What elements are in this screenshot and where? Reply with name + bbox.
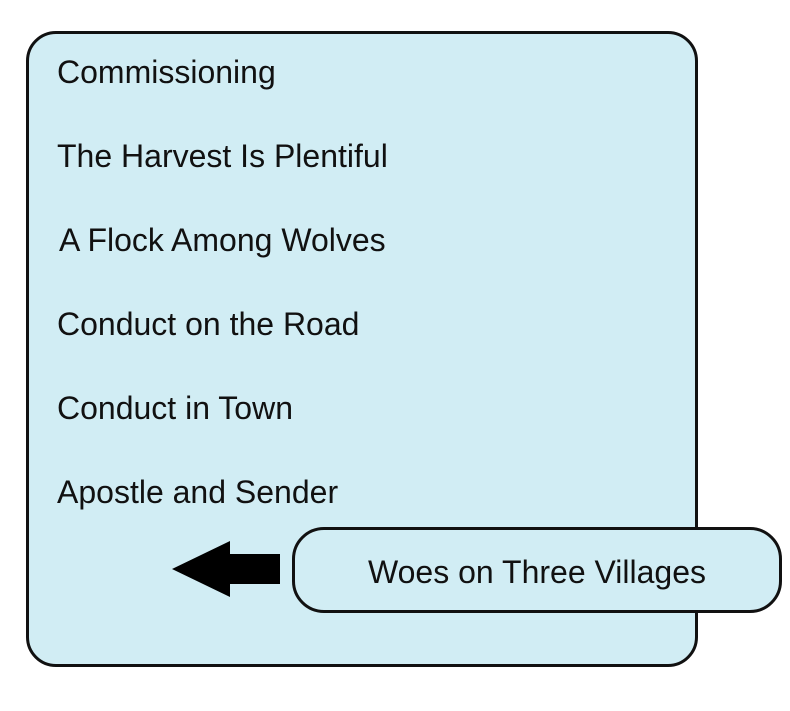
section-item-apostle-sender: Apostle and Sender bbox=[57, 474, 339, 510]
callout-box: Woes on Three Villages bbox=[292, 527, 782, 613]
section-item-flock: A Flock Among Wolves bbox=[59, 222, 386, 258]
callout-label: Woes on Three Villages bbox=[368, 554, 706, 590]
left-arrow-icon bbox=[172, 541, 280, 597]
section-item-commissioning: Commissioning bbox=[57, 54, 276, 90]
section-item-conduct-road: Conduct on the Road bbox=[57, 306, 360, 342]
section-item-conduct-town: Conduct in Town bbox=[57, 390, 293, 426]
section-item-harvest: The Harvest Is Plentiful bbox=[57, 138, 388, 174]
